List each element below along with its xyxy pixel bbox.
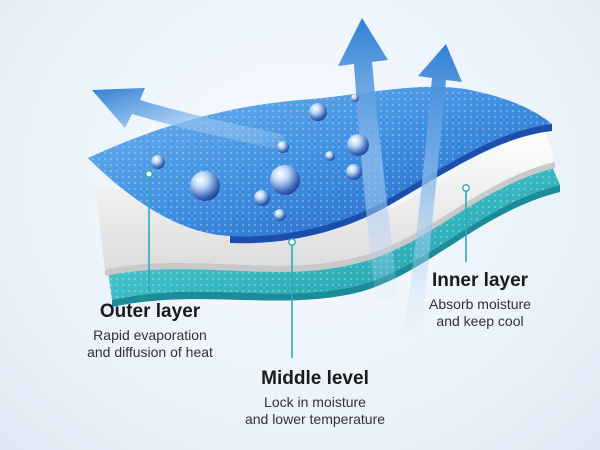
outer-layer-line2: and diffusion of heat [87,344,213,360]
water-droplet-icon [151,155,165,169]
water-droplet-icon [325,151,335,161]
water-droplets [151,94,369,221]
arrow-icon [92,88,285,150]
water-droplet-icon [254,190,270,206]
water-droplet-icon [270,165,300,195]
middle-level-label: Middle level Lock in moisture and lower … [220,368,410,428]
middle-level-line1: Lock in moisture [264,394,366,410]
arrow-icon [338,18,398,300]
middle-level-title: Middle level [261,368,369,389]
inner-layer-title: Inner layer [431,270,529,291]
callout-lines [148,176,467,358]
inner-layer-description: Absorb moisture and keep cool [405,296,555,330]
water-droplet-icon [277,141,289,153]
outer-layer-description: Rapid evaporation and diffusion of heat [60,327,240,361]
outer-layer-title: Outer layer [99,301,201,322]
inner-callout-dot [462,184,470,192]
middle-level-description: Lock in moisture and lower temperature [220,394,410,428]
middle-fabric-layer [95,130,555,276]
middle-level-line2: and lower temperature [244,411,386,427]
water-droplet-icon [309,103,327,121]
outer-layer-label: Outer layer Rapid evaporation and diffus… [60,301,240,361]
water-droplet-icon [347,134,369,156]
outer-callout-dot [145,170,153,178]
arrow-icon [404,44,462,330]
outer-layer-line1: Rapid evaporation [93,327,207,343]
water-droplet-icon [351,94,359,102]
water-droplet-icon [274,209,286,221]
inner-layer-label: Inner layer Absorb moisture and keep coo… [405,270,555,330]
middle-callout-dot [288,238,296,246]
inner-layer-line1: Absorb moisture [429,296,531,312]
inner-layer-line2: and keep cool [436,313,524,329]
callout-dots [145,170,470,246]
water-droplet-icon [190,171,220,201]
water-droplet-icon [346,164,362,180]
